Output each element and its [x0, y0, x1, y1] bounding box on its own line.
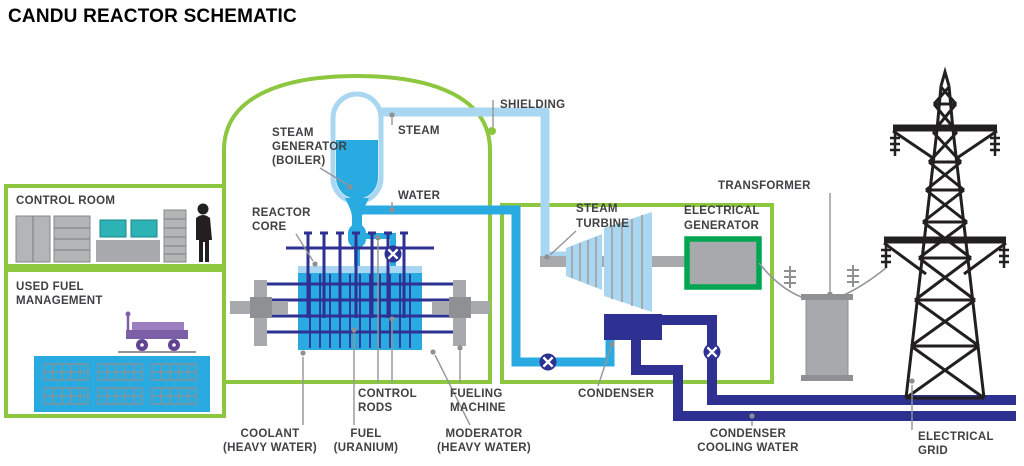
label-fueling-machine-2: MACHINE — [450, 402, 506, 414]
label-electrical-generator-2: GENERATOR — [684, 220, 760, 232]
label-coolant-1: COOLANT — [241, 428, 300, 440]
turbine-stage-2 — [604, 212, 652, 312]
label-condenser-cooling-2: COOLING WATER — [697, 442, 799, 454]
used-fuel-box — [4, 268, 226, 418]
control-room-interior — [15, 203, 212, 263]
rack-stripes — [164, 218, 186, 255]
label-steam-turbine-2: TURBINE — [576, 218, 629, 230]
condenser-box — [604, 314, 662, 340]
turbine-hall-outline — [500, 203, 774, 384]
valve-icon — [539, 353, 557, 371]
fueling-machines — [230, 280, 490, 346]
fueling-machine-left-head — [250, 297, 272, 318]
cabinet-shelves — [54, 227, 90, 251]
used-fuel-interior — [34, 311, 210, 412]
equipment-rack — [163, 209, 187, 263]
label-electrical-grid-2: GRID — [918, 445, 948, 457]
console-desk — [96, 240, 160, 262]
turbine-stage-1 — [566, 234, 602, 290]
valve-icon — [703, 343, 721, 361]
leader-condenser — [597, 346, 612, 387]
tower-lattice — [904, 66, 986, 400]
reactor-core — [266, 231, 454, 350]
label-condenser-cooling-1: CONDENSER — [710, 428, 787, 440]
water-pipe — [356, 205, 615, 367]
electrical-generator-box — [684, 236, 762, 290]
label-control-rods-2: RODS — [358, 402, 392, 414]
label-fueling-machine-1: FUELING — [450, 388, 503, 400]
cooling-water-pipe-return — [631, 340, 1016, 421]
label-transformer: TRANSFORMER — [718, 180, 811, 192]
calandria-top-strip — [298, 266, 422, 273]
label-control-rods-1: CONTROL — [358, 388, 417, 400]
fuel-cart — [125, 311, 188, 351]
label-steam-turbine-1: STEAM — [576, 203, 618, 215]
label-reactor-core-2: CORE — [252, 221, 286, 233]
fuel-channels — [266, 246, 454, 334]
console-screen — [130, 219, 158, 238]
label-used-fuel-1: USED FUEL — [16, 281, 84, 293]
transformer-base — [801, 375, 853, 381]
label-reactor-core-1: REACTOR — [252, 207, 311, 219]
buildings — [4, 73, 774, 418]
transformer-cap — [801, 294, 853, 300]
label-used-fuel-2: MANAGEMENT — [16, 295, 103, 307]
tower-crossarms — [884, 124, 1006, 244]
boiler-neck — [345, 198, 369, 228]
leader-steam-turbine — [549, 230, 577, 256]
label-fuel-1: FUEL — [350, 428, 381, 440]
label-steam-generator-1: STEAM — [272, 127, 314, 139]
label-water: WATER — [398, 190, 441, 202]
label-shielding: SHIELDING — [500, 99, 565, 111]
transformer-group — [758, 262, 887, 381]
generator-group — [684, 236, 762, 290]
fuel-racks — [43, 363, 197, 405]
valve-icon — [384, 245, 402, 263]
console-screen — [99, 219, 127, 238]
turbine-blades — [571, 215, 643, 309]
turbine-group — [540, 212, 688, 312]
insulator-discs — [784, 269, 859, 284]
page-title: CANDU REACTOR SCHEMATIC — [8, 6, 297, 27]
control-room-box — [4, 184, 226, 268]
label-steam-generator-2: GENERATOR — [272, 141, 348, 153]
leader-control-rods — [377, 241, 393, 383]
containment-building-outline — [222, 73, 492, 384]
tower-insulator-icon — [881, 132, 1009, 268]
leader-steam-generator — [319, 167, 349, 186]
label-condenser: CONDENSER — [578, 388, 655, 400]
label-steam-generator-3: (BOILER) — [272, 155, 326, 167]
label-electrical-generator-1: ELECTRICAL — [684, 205, 760, 217]
label-moderator-1: MODERATOR — [445, 428, 522, 440]
leader-moderator — [434, 354, 471, 426]
label-fuel-2: (URANIUM) — [334, 442, 399, 454]
label-coolant-2: (HEAVY WATER) — [223, 442, 317, 454]
label-moderator-2: (HEAVY WATER) — [437, 442, 531, 454]
label-steam: STEAM — [398, 125, 440, 137]
label-electrical-grid-1: ELECTRICAL — [918, 431, 994, 443]
transformer-box — [805, 297, 849, 377]
insulator-icon — [789, 265, 854, 288]
label-control-room: CONTROL ROOM — [16, 195, 115, 207]
tower-arm-struts — [883, 129, 1007, 276]
leader-lines — [295, 100, 915, 430]
transmission-tower — [881, 66, 1009, 400]
operator-silhouette — [196, 203, 212, 262]
control-rods — [304, 231, 408, 318]
labels: CANDU REACTOR SCHEMATIC CONTROL ROOM USE… — [8, 6, 994, 457]
leader-reactor-core — [295, 233, 314, 262]
fuel-pool — [34, 356, 210, 412]
valves — [384, 245, 721, 371]
fueling-machine-right-head — [449, 297, 471, 318]
shielding-marker-dot — [488, 127, 496, 135]
